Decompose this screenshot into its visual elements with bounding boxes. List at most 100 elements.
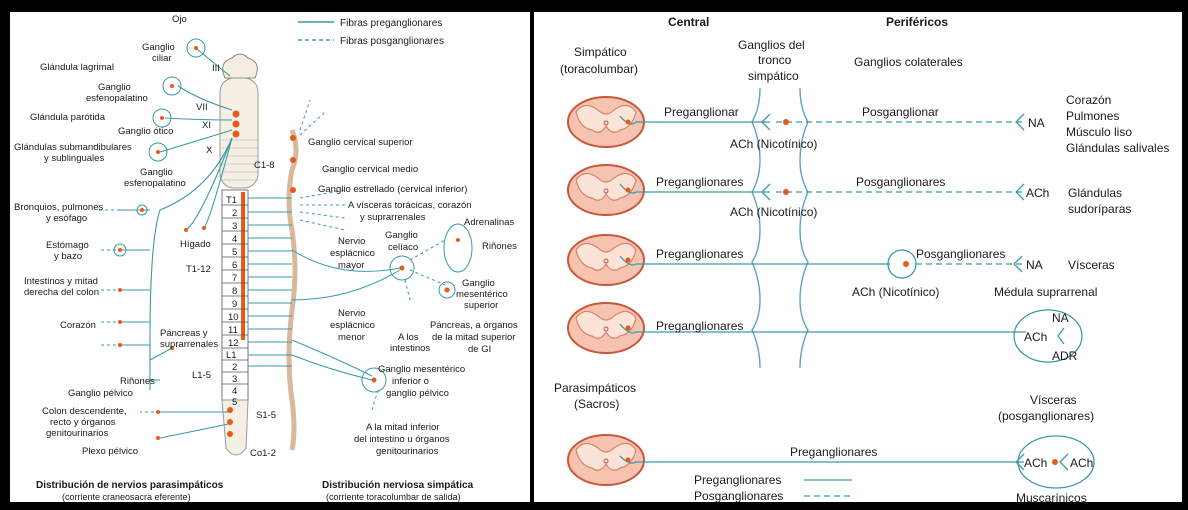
row3-medula-label: Médula suprarrenal bbox=[994, 285, 1097, 299]
label-intestinos-1: Intestinos y mitad bbox=[24, 276, 98, 287]
label-mitad-inf-1: A la mitad inferior bbox=[366, 422, 439, 433]
label-ganglio-otico: Ganglio ótico bbox=[118, 126, 173, 137]
label-mesent-sup-3: superior bbox=[464, 300, 498, 311]
cord-section-3 bbox=[568, 235, 644, 285]
row4-na-label: NA bbox=[1052, 311, 1069, 325]
cord-section-1 bbox=[568, 97, 644, 147]
label-nervio-mayor-1: Nervio bbox=[338, 236, 365, 247]
label-mesent-sup-2: mesentérico bbox=[456, 289, 508, 300]
segment-label-t3: 3 bbox=[232, 221, 237, 232]
cord-section-2 bbox=[568, 165, 644, 215]
label-nervio-menor-1: Nervio bbox=[338, 308, 365, 319]
label-glandula-lagrimal: Glándula lagrimal bbox=[40, 62, 114, 73]
label-pancreas-org-3: de GI bbox=[468, 344, 491, 355]
label-pancreas-org-2: de la mitad superior bbox=[432, 332, 515, 343]
cord-section-5 bbox=[568, 435, 644, 485]
label-mesent-inf-2: inferior o bbox=[392, 376, 429, 387]
row4-ach-label: ACh bbox=[1024, 330, 1047, 344]
label-plexo-pelvico: Plexo pélvico bbox=[82, 446, 138, 457]
segment-label-l2: 2 bbox=[232, 362, 237, 373]
segment-label-t10: 10 bbox=[228, 312, 239, 323]
caption-para-title: Distribución de nervios parasimpáticos bbox=[36, 480, 224, 491]
label-ganglio-esfeno2-1: Ganglio bbox=[140, 167, 173, 178]
segment-label-t6: 6 bbox=[232, 260, 237, 271]
label-nervio-menor-2: esplácnico bbox=[330, 320, 375, 331]
segment-label-l1: L1 bbox=[226, 350, 237, 361]
label-colon-3: genitourinarios bbox=[46, 428, 109, 439]
label-cervical-medio: Ganglio cervical medio bbox=[322, 164, 418, 175]
label-ganglio-esfeno-2: esfenopalatino bbox=[86, 93, 148, 104]
row3-target: Vísceras bbox=[1068, 258, 1115, 272]
label-ganglio-pelvico: Ganglio pélvico bbox=[68, 388, 133, 399]
label-ganglio-ciliar-2: ciliar bbox=[152, 53, 172, 64]
legend-post-label: Fibras posganglionares bbox=[340, 36, 444, 47]
segment-label-t9: 9 bbox=[232, 299, 237, 310]
legend-pre-label: Fibras preganglionares bbox=[340, 18, 442, 29]
header-central: Central bbox=[668, 15, 709, 29]
label-a-los-1: A los bbox=[398, 332, 419, 343]
label-mesent-inf-3: ganglio pélvico bbox=[386, 388, 449, 399]
spinal-column-sacral bbox=[222, 400, 248, 455]
label-c18: C1-8 bbox=[254, 160, 275, 171]
row1-ach-label: ACh (Nicotínico) bbox=[730, 137, 817, 151]
label-mitad-inf-2: del intestino u órganos bbox=[354, 434, 450, 445]
row2-ganglion bbox=[783, 189, 789, 195]
label-visceras-2: (posganglionares) bbox=[998, 409, 1094, 423]
row2-nt-label: ACh bbox=[1026, 186, 1049, 200]
segment-label-l4: 4 bbox=[232, 386, 237, 397]
label-celiaco-2: celíaco bbox=[388, 242, 418, 253]
row2-pre-label: Preganglionares bbox=[656, 175, 743, 189]
label-a-los-2: intestinos bbox=[390, 343, 430, 354]
label-rinones-right: Riñones bbox=[482, 241, 517, 252]
row3-post-label: Posganglionares bbox=[916, 247, 1005, 261]
label-nervio-menor-3: menor bbox=[338, 332, 365, 343]
segment-label-t12: 12 bbox=[228, 338, 239, 349]
label-celiaco-1: Ganglio bbox=[385, 230, 418, 241]
label-adrenalinas: Adrenalinas bbox=[464, 217, 514, 228]
caption-para-sub: (corriente craneosacra eferente) bbox=[62, 492, 191, 502]
label-gl-submand-2: y sublinguales bbox=[44, 153, 104, 164]
label-s15: S1-5 bbox=[256, 410, 276, 421]
label-visceras-1: A vísceras torácicas, corazón bbox=[348, 200, 472, 211]
row1-target-3: Glándulas salivales bbox=[1066, 141, 1169, 155]
row1-target-0: Corazón bbox=[1066, 93, 1111, 107]
label-gl-submand-1: Glándulas submandibulares bbox=[14, 142, 132, 153]
segment-label-l5: 5 bbox=[232, 397, 237, 408]
row5-pre-label: Preganglionares bbox=[790, 445, 877, 459]
label-visceras-1: Vísceras bbox=[1030, 393, 1077, 407]
row2-target-1: sudoríparas bbox=[1068, 202, 1131, 216]
segment-label-t2: 2 bbox=[232, 208, 237, 219]
row5-ach2-label: ACh bbox=[1070, 456, 1093, 470]
segment-label-l3: 3 bbox=[232, 374, 237, 385]
label-simpatico-1: Simpático bbox=[574, 45, 627, 59]
row1-nt-label: NA bbox=[1028, 116, 1045, 130]
label-parasimpaticos-2: (Sacros) bbox=[574, 397, 619, 411]
segment-label-t8: 8 bbox=[232, 286, 237, 297]
label-bronquios-1: Bronquios, pulmones bbox=[14, 202, 103, 213]
label-colon-1: Colon descendente, bbox=[42, 406, 127, 417]
segment-label-t5: 5 bbox=[232, 247, 237, 258]
label-pancreas-2: suprarrenales bbox=[160, 339, 218, 350]
label-cervical-sup: Ganglio cervical superior bbox=[308, 137, 413, 148]
row2-post-label: Posganglionares bbox=[856, 175, 945, 189]
label-cn-xi: XI bbox=[202, 120, 211, 131]
label-rinones-left: Riñones bbox=[120, 376, 155, 387]
label-mesent-inf-1: Ganglio mesentérico bbox=[378, 364, 465, 375]
segment-label-t7: 7 bbox=[232, 273, 237, 284]
label-cn-x: X bbox=[206, 145, 213, 156]
label-ganglios-tronco-1: Ganglios del bbox=[738, 38, 805, 52]
row1-post-label: Posganglionar bbox=[862, 105, 939, 119]
label-estrellado: Ganglio estrellado (cervical inferior) bbox=[318, 184, 467, 195]
caption-symp-sub: (corriente toracolumbar de salida) bbox=[326, 492, 461, 502]
label-colon-2: recto y órganos bbox=[50, 417, 116, 428]
right-legend-post: Posganglionares bbox=[694, 489, 783, 503]
label-ganglio-esfeno2-2: esfenopalatino bbox=[124, 178, 186, 189]
label-ganglio-esfeno-1: Ganglio bbox=[98, 82, 131, 93]
segment-label-t4: 4 bbox=[232, 234, 237, 245]
label-co12: Co1-2 bbox=[250, 448, 276, 459]
label-cn-iii: III bbox=[212, 63, 220, 74]
label-ganglios-colaterales: Ganglios colaterales bbox=[854, 55, 963, 69]
label-ganglios-tronco-2: tronco bbox=[758, 53, 792, 67]
